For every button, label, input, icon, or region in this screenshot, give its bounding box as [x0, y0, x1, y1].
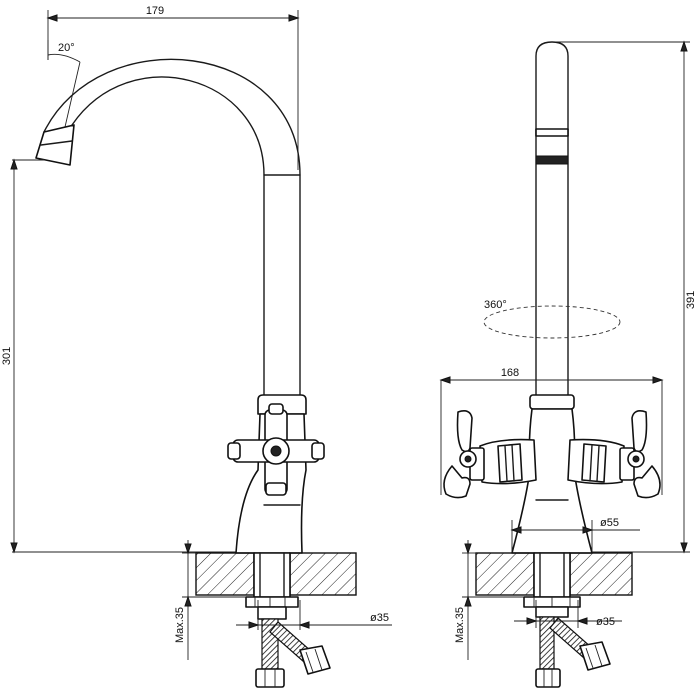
height-dimension-left: 301	[1, 158, 240, 554]
base-diameter-label: ø55	[600, 517, 619, 529]
thickness-dimension-left: Max.35	[174, 540, 246, 660]
side-view: 179 20° 301	[1, 5, 392, 688]
hole-diameter-label-left: ø35	[370, 612, 389, 624]
hole-diameter-dimension-right: ø35	[514, 600, 622, 628]
hole-diameter-dimension-left: ø35	[236, 600, 392, 630]
thickness-label-left: Max.35	[174, 607, 186, 643]
mounting-hardware-right	[523, 596, 611, 688]
countertop-section-left	[195, 552, 357, 598]
base-diameter-dimension: ø55	[510, 517, 640, 553]
height-dimension-right: 391	[552, 40, 697, 554]
hole-diameter-label-right: ø35	[596, 616, 615, 628]
faucet-body-front	[479, 394, 625, 554]
front-view: 391 360° 168	[439, 40, 697, 688]
rotation-label: 360°	[484, 299, 507, 311]
countertop-section-right	[475, 552, 633, 598]
handles-width-dimension: 168	[439, 367, 664, 495]
spout-pipe-front	[535, 41, 569, 396]
left-lever-handle-icon	[443, 410, 485, 499]
rotation-indicator: 360°	[483, 299, 621, 339]
spout-width-dimension: 179	[46, 5, 300, 170]
faucet-body-side	[227, 394, 325, 554]
height-label-left: 301	[1, 347, 13, 365]
spout-width-label: 179	[146, 5, 164, 17]
right-lever-handle-icon	[619, 410, 661, 499]
angle-label: 20°	[58, 42, 75, 54]
angle-dimension: 20°	[47, 40, 81, 141]
thickness-dimension-right: Max.35	[454, 540, 524, 660]
handles-width-label: 168	[501, 367, 519, 379]
mounting-hardware-left	[245, 596, 331, 688]
cross-handle-icon	[227, 403, 325, 496]
spout	[35, 58, 301, 401]
thickness-label-right: Max.35	[454, 607, 466, 643]
height-label-right: 391	[685, 291, 697, 309]
